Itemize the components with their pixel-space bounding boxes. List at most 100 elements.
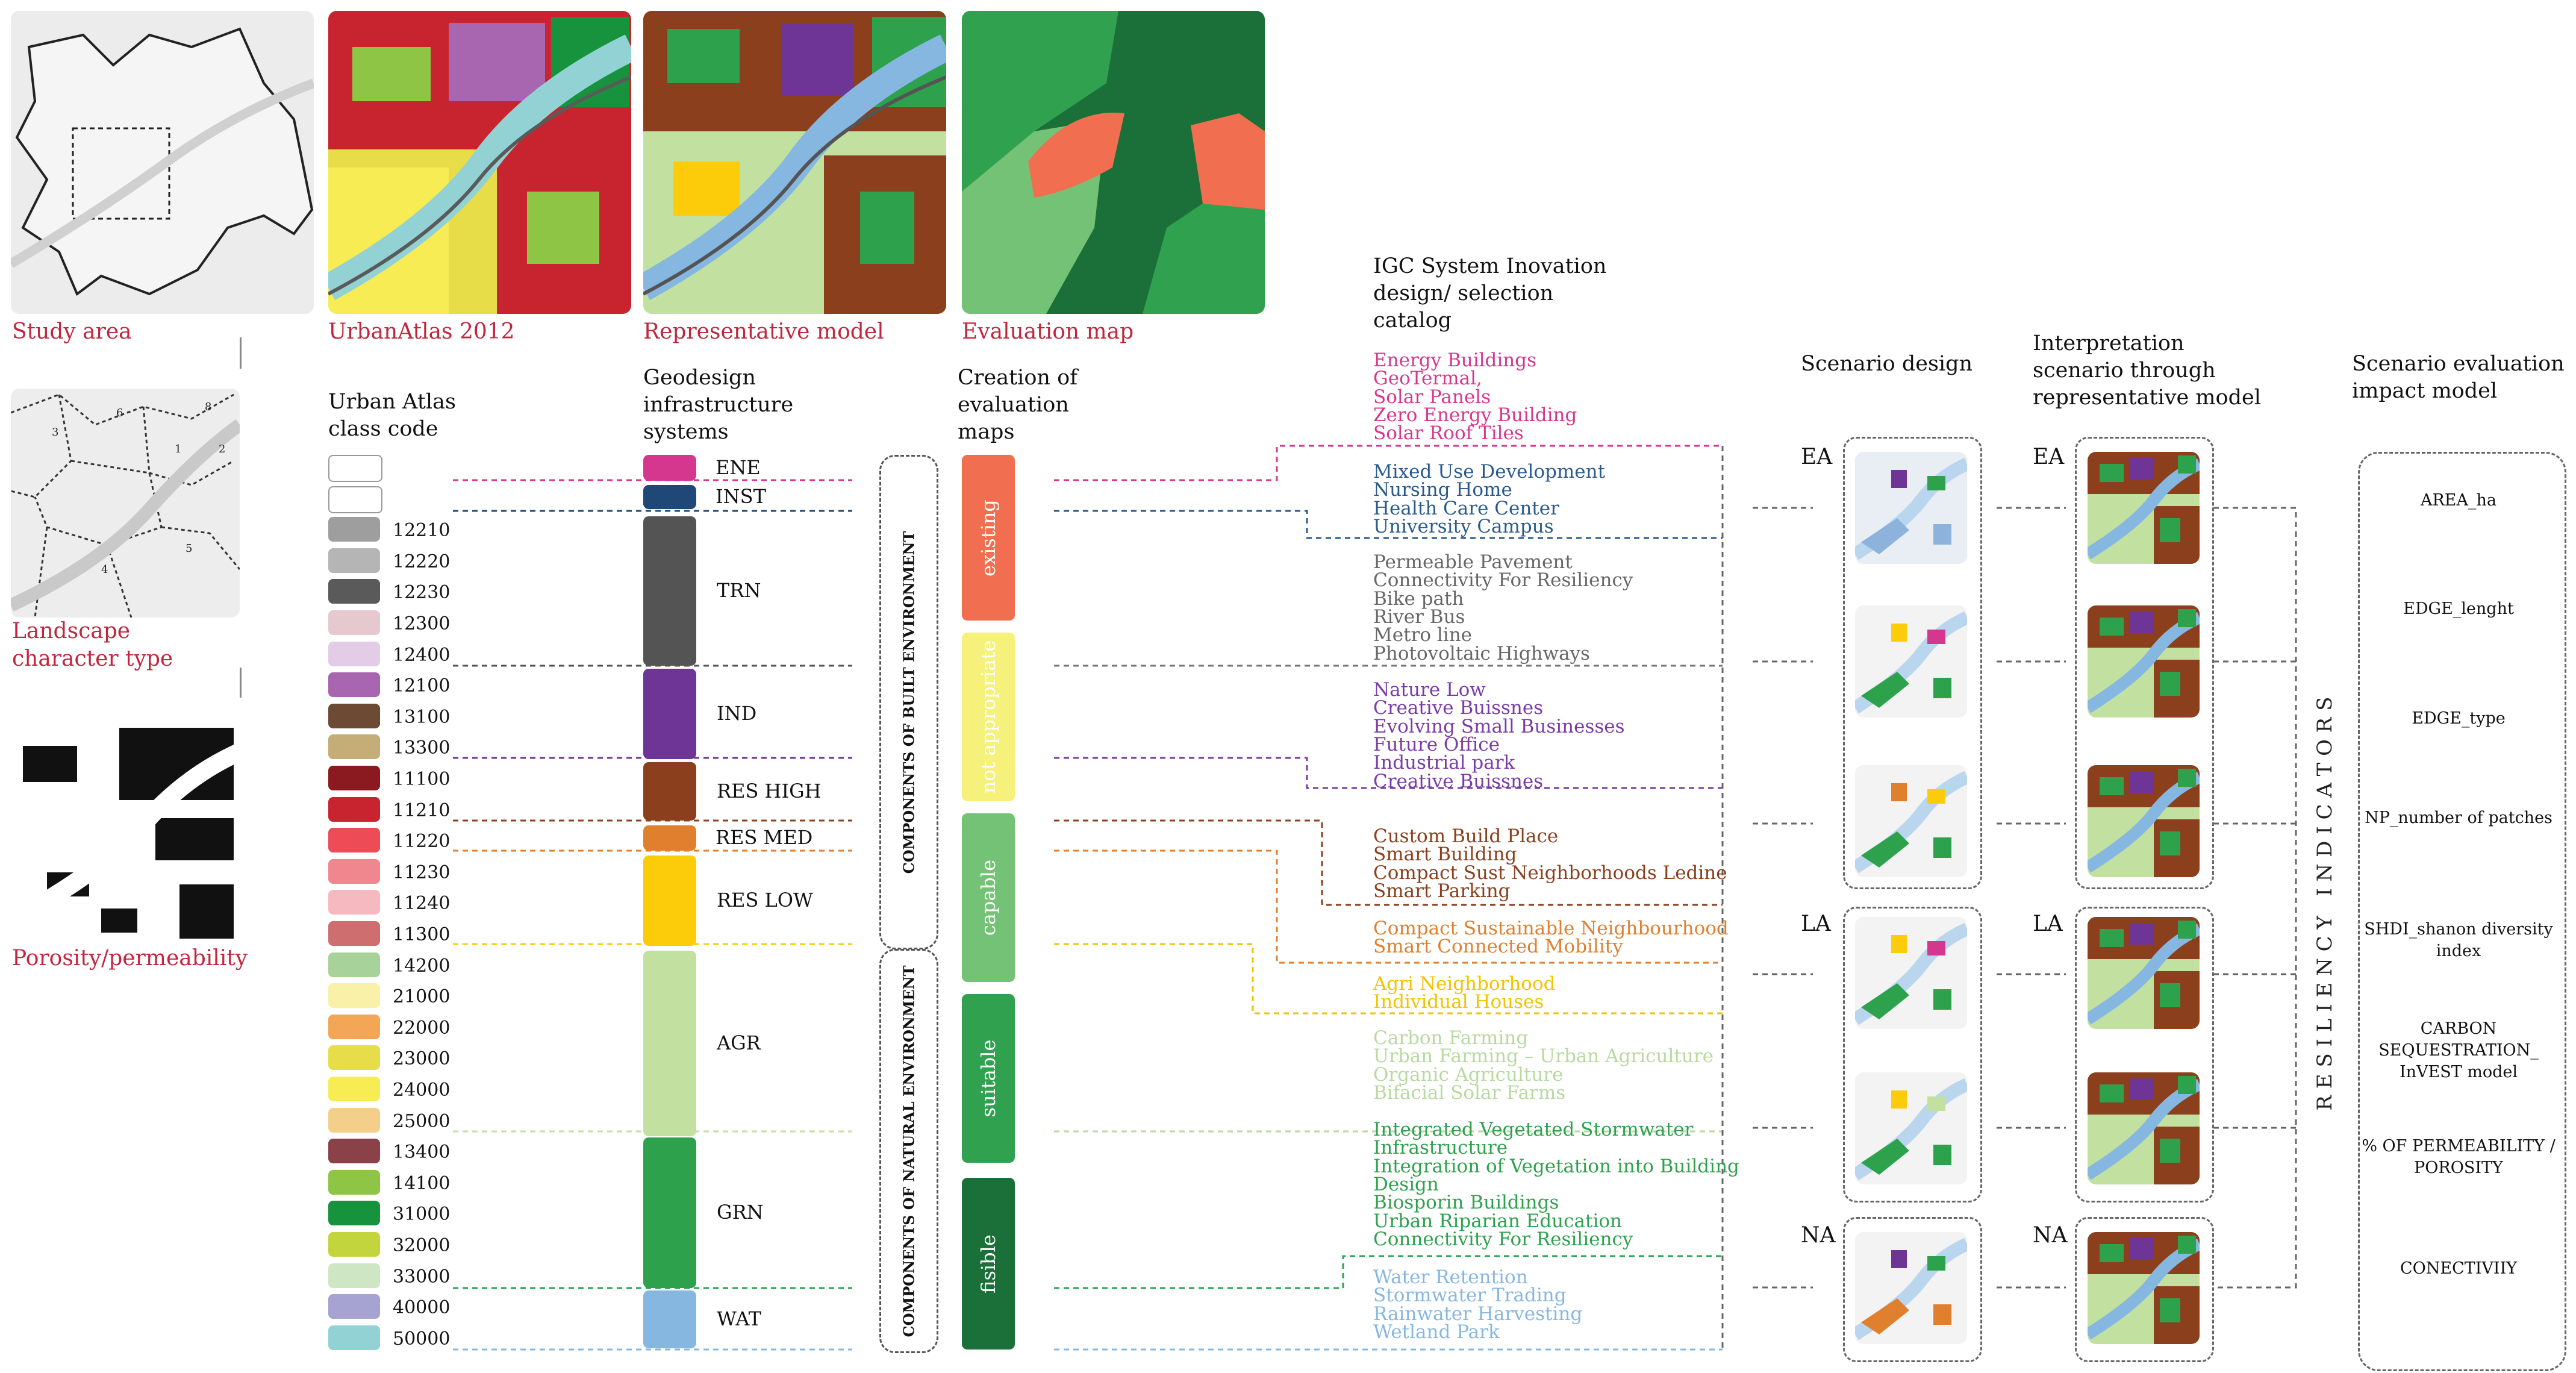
catalog-item: Industrial park <box>1373 752 1515 774</box>
geodesign-swatch <box>643 516 696 666</box>
porosity-map <box>11 722 240 945</box>
catalog-item: Health Care Center <box>1373 497 1559 519</box>
zone-label: 1 <box>175 443 182 455</box>
resiliency-indicator: NP_number of patches <box>2365 808 2553 827</box>
interpretation-thumbnail <box>2088 1072 2200 1184</box>
scenario-design-thumbnail <box>1855 1072 1967 1184</box>
urban-atlas-code: 11300 <box>393 924 451 945</box>
scenario-box-la <box>1843 907 1982 1203</box>
urban-atlas-code: 13100 <box>393 706 451 728</box>
urban-atlas-swatch <box>328 1169 380 1195</box>
scenario-design-thumbnail <box>1855 452 1967 564</box>
catalog-item: Permeable Pavement <box>1373 551 1573 573</box>
evaluation-bar: suitable <box>962 994 1015 1163</box>
catalog-item: Integration of Vegetation into Building <box>1373 1155 1739 1177</box>
interpretation-thumbnail <box>2088 605 2200 718</box>
catalog-item: Design <box>1373 1173 1439 1195</box>
catalog-item: Organic Agriculture <box>1373 1063 1564 1086</box>
geodesign-label: AGR <box>717 1031 761 1054</box>
catalog-item: Water Retention <box>1373 1266 1528 1288</box>
urban-atlas-swatch <box>328 641 380 666</box>
catalog-item: Custom Build Place <box>1373 825 1559 847</box>
indicators-box <box>2358 452 2566 1371</box>
geodesign-swatch <box>643 951 696 1136</box>
study-area-label: Study area <box>12 319 132 344</box>
urban-atlas-code: 32000 <box>393 1235 451 1256</box>
zone-label: 6 <box>116 407 123 419</box>
catalog-item: Wetland Park <box>1373 1321 1500 1343</box>
urban-atlas-swatch <box>328 455 382 482</box>
urban-atlas-swatch <box>328 1325 380 1350</box>
urban-atlas-swatch <box>328 1294 380 1319</box>
catalog-item: River Bus <box>1373 605 1465 628</box>
geodesign-label: TRN <box>717 579 761 602</box>
catalog-item: Carbon Farming <box>1373 1027 1529 1049</box>
porosity-label: Porosity/permeability <box>12 946 248 971</box>
catalog-title: IGC System Inovation design/ selection c… <box>1373 254 1607 333</box>
interpretation-thumbnail <box>2088 452 2200 564</box>
urban-atlas-swatch <box>328 828 380 853</box>
zone-label: 4 <box>101 563 108 576</box>
urban-atlas-code: 12210 <box>393 520 451 542</box>
urban-atlas-swatch <box>328 610 380 635</box>
interpretation-thumbnail <box>2088 765 2200 877</box>
zone-label: 8 <box>205 401 212 413</box>
geodesign-title: Geodesign infrastructure systems <box>643 366 794 444</box>
geodesign-label: INST <box>716 485 766 508</box>
landscape-character-map: 3 6 8 1 2 5 4 <box>11 389 240 618</box>
urban-atlas-code: 12300 <box>393 613 451 634</box>
urban-atlas-swatch <box>328 921 380 946</box>
catalog-item: Metro line <box>1373 624 1473 646</box>
evaluation-bar: not appropriate <box>962 633 1015 801</box>
geodesign-swatch <box>643 762 696 821</box>
resiliency-title-wrap: R E S I L I E N C Y I N D I C A T O R S <box>2310 663 2340 1145</box>
geodesign-label: IND <box>717 702 757 725</box>
urban-atlas-title: Urban Atlas class code <box>328 390 456 441</box>
catalog-item: Connectivity For Resiliency <box>1373 1228 1633 1250</box>
urban-atlas-code: 33000 <box>393 1266 451 1287</box>
scenario-box-ea <box>1843 437 1982 889</box>
scenario-design-thumbnail <box>1855 765 1967 877</box>
catalog-item: Integrated Vegetated Stormwater <box>1373 1119 1694 1140</box>
catalog-item: Rainwater Harvesting <box>1373 1303 1583 1325</box>
catalog-item: Agri Neighborhood <box>1373 973 1556 995</box>
urban-atlas-code: 12400 <box>393 644 451 666</box>
urban-atlas-code: 11230 <box>393 862 451 883</box>
resiliency-indicator: CARBON SEQUESTRATION_ InVEST model <box>2378 1019 2539 1081</box>
resiliency-indicator: CONECTIVIIY <box>2400 1259 2518 1278</box>
scenario-design-thumbnail <box>1855 605 1967 718</box>
catalog-item: Smart Parking <box>1373 880 1511 902</box>
urban-atlas-swatch <box>328 983 380 1009</box>
geodesign-label: ENE <box>716 455 761 479</box>
catalog-item: Nature Low <box>1373 679 1486 701</box>
catalog-item: Energy Buildings <box>1373 349 1537 371</box>
catalog-item: Smart Connected Mobility <box>1373 936 1623 958</box>
scenario-box-na <box>1843 1217 1982 1362</box>
geodesign-swatch <box>643 1290 696 1348</box>
urban-atlas-swatch <box>328 1263 380 1288</box>
catalog-item: Infrastructure <box>1373 1137 1508 1159</box>
urban-atlas-swatch <box>328 1077 380 1101</box>
resiliency-indicator: % OF PERMEABILITY / POROSITY <box>2362 1137 2556 1177</box>
urban-atlas-swatch <box>328 579 380 604</box>
urban-atlas-swatch <box>328 672 380 698</box>
scenario-design-title: Scenario design <box>1801 352 1973 376</box>
interp-label-la: LA <box>2033 912 2063 936</box>
urban-atlas-code: 11240 <box>393 893 451 915</box>
catalog-item: Evolving Small Businesses <box>1373 715 1625 737</box>
catalog-item: Urban Farming – Urban Agriculture <box>1373 1045 1714 1068</box>
catalog-item: Zero Energy Building <box>1373 404 1577 426</box>
evaluation-bar: capable <box>962 813 1015 982</box>
evaluation-bar: existing <box>962 455 1015 621</box>
catalog-item: Solar Roof Tiles <box>1373 422 1524 445</box>
catalog-item: Urban Riparian Education <box>1373 1210 1622 1232</box>
urban-atlas-swatch <box>328 952 380 977</box>
representative-model-map <box>643 11 946 314</box>
interpretation-title: Interpretation scenario through represen… <box>2033 331 2261 410</box>
catalog-item: Compact Sustainable Neighbourhood <box>1373 918 1729 939</box>
urban-atlas-code: 14100 <box>393 1172 451 1194</box>
urban-atlas-code: 11210 <box>393 799 451 821</box>
urban-atlas-code: 23000 <box>393 1048 451 1070</box>
urban-atlas-swatch <box>328 890 380 915</box>
